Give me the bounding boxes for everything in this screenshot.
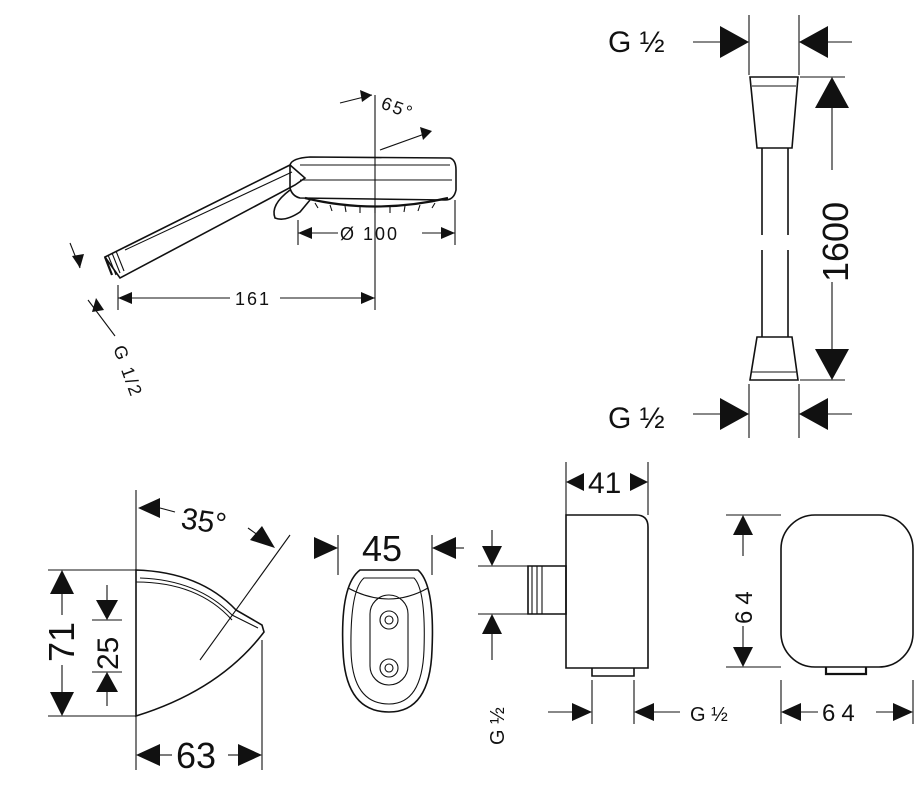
holder-width-label: 45 bbox=[362, 528, 402, 569]
hand-shower-thread-label: G 1/2 bbox=[109, 343, 146, 401]
holder-front-body bbox=[341, 569, 434, 713]
hand-shower-angle-label: 65° bbox=[379, 93, 417, 123]
hose-lower-segment bbox=[761, 250, 789, 337]
holder-offset-label: 25 bbox=[92, 637, 125, 670]
outlet-front-view: 64 64 bbox=[726, 514, 914, 727]
outlet-front-connector bbox=[824, 667, 868, 676]
hand-shower-handle bbox=[103, 164, 307, 280]
holder-height-label: 71 bbox=[41, 622, 82, 662]
hose-thread-bottom-label: G ½ bbox=[608, 402, 665, 435]
holder-depth-label: 63 bbox=[176, 735, 216, 776]
holder-slot bbox=[369, 594, 409, 686]
outlet-front-height-label: 64 bbox=[731, 585, 758, 624]
holder-angle-label: 35° bbox=[179, 502, 229, 541]
hand-shower-connector bbox=[103, 256, 114, 276]
holder-side-view: 35° 71 25 63 bbox=[41, 490, 291, 776]
hose-length-label: 1600 bbox=[815, 202, 856, 282]
holder-screw-hole-bottom bbox=[379, 658, 399, 678]
hose-top-fitting bbox=[749, 76, 799, 149]
holder-screw-hole-top bbox=[379, 610, 399, 630]
outlet-thread-vertical-label: G ½ bbox=[487, 707, 509, 745]
outlet-thread-horizontal-label: G ½ bbox=[690, 704, 728, 726]
outlet-width-label: 41 bbox=[588, 467, 621, 500]
outlet-hose-connector bbox=[591, 668, 635, 677]
holder-front-view: 45 bbox=[314, 528, 464, 713]
hand-shower-view: 65° Ø 100 161 G 1/2 bbox=[69, 90, 457, 401]
hose-bottom-fitting bbox=[749, 336, 799, 381]
hose-upper-segment bbox=[761, 148, 789, 235]
hand-shower-diameter-label: Ø 100 bbox=[340, 224, 399, 244]
hose-thread-top-label: G ½ bbox=[608, 26, 665, 59]
hand-shower-hook bbox=[273, 189, 311, 220]
hand-shower-head bbox=[289, 156, 457, 201]
hand-shower-spray-face bbox=[304, 196, 449, 208]
holder-body bbox=[135, 569, 265, 718]
outlet-front-width-label: 64 bbox=[822, 700, 861, 727]
outlet-front-plate bbox=[780, 514, 914, 668]
hand-shower-length-label: 161 bbox=[235, 289, 271, 309]
outlet-side-view: 41 G ½ G ½ bbox=[478, 462, 728, 745]
outlet-wall-connector bbox=[527, 565, 567, 615]
hose-view: G ½ 1600 G ½ bbox=[608, 15, 856, 438]
outlet-body bbox=[565, 514, 649, 669]
